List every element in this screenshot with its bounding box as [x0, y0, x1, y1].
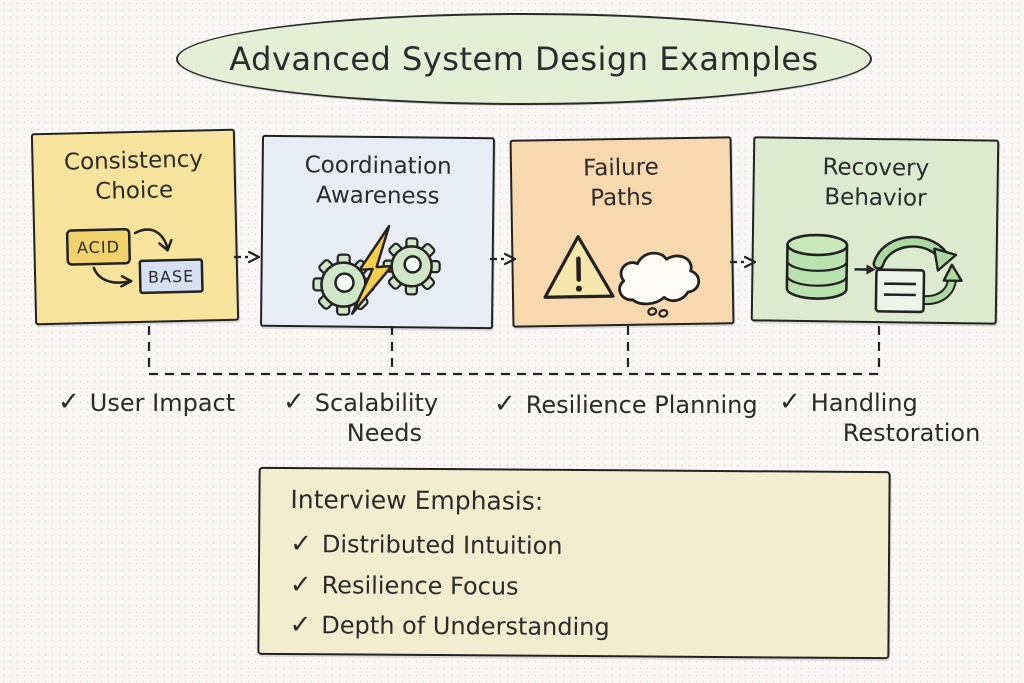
title-ellipse: Advanced System Design Examples [176, 13, 872, 105]
criterion-handling-restoration: ✓ Handling Restoration [779, 388, 980, 448]
card-title: Coordination Awareness [304, 151, 452, 212]
diagram-title: Advanced System Design Examples [229, 40, 819, 78]
base-label: BASE [148, 266, 195, 286]
dashed-connector-lines [147, 326, 881, 376]
link-arrow [854, 264, 876, 275]
acid-base-icon: ACID BASE [65, 227, 204, 294]
criterion-label: Needs [346, 419, 423, 447]
curved-arrow [133, 228, 169, 250]
note-item-label: Distributed Intuition [321, 530, 563, 561]
gear-icon [311, 253, 375, 316]
check-icon: ✓ [283, 387, 305, 417]
arrowhead [158, 238, 173, 252]
card-failure-paths: Failure Paths [509, 136, 735, 328]
warning-cloud-icon [543, 234, 701, 318]
card-title: Recovery Behavior [822, 153, 929, 214]
cloud-icon [618, 251, 701, 306]
card-title-line: Paths [589, 184, 653, 212]
check-icon: ✓ [289, 610, 312, 641]
note-item: ✓ Distributed Intuition [290, 529, 868, 563]
warning-triangle-icon [543, 234, 615, 299]
card-title-line: Coordination [304, 152, 452, 180]
acid-box [65, 227, 131, 266]
document-icon [874, 268, 926, 314]
note-heading: Interview Emphasis: [290, 485, 544, 516]
check-icon: ✓ [289, 569, 312, 600]
criterion-label: Handling [810, 389, 918, 417]
card-title-line: Behavior [824, 184, 927, 212]
note-item-label: Resilience Focus [321, 571, 519, 601]
criterion-label: User Impact [89, 389, 236, 417]
card-title: Failure Paths [583, 153, 660, 214]
check-icon: ✓ [779, 387, 801, 417]
gears-lightning-icon [311, 224, 441, 316]
criterion-label: Restoration [842, 419, 981, 447]
note-item: ✓ Resilience Focus [289, 569, 868, 604]
criterion-label: Resilience Planning [525, 391, 758, 419]
card-title-line: Awareness [315, 182, 440, 210]
check-icon: ✓ [494, 389, 516, 419]
base-box [138, 258, 204, 294]
interview-emphasis-note: Interview Emphasis: ✓ Distributed Intuit… [257, 466, 891, 660]
criterion-user-impact: ✓ User Impact [58, 388, 235, 418]
database-sync-icon [785, 233, 963, 314]
criterion-scalability-needs: ✓ Scalability Needs [283, 388, 438, 448]
check-icon: ✓ [58, 387, 80, 417]
card-consistency-choice: Consistency Choice ACID BASE [30, 128, 240, 326]
card-coordination-awareness: Coordination Awareness [260, 134, 495, 330]
arrowhead [120, 274, 133, 288]
card-title-line: Consistency [63, 146, 204, 176]
curved-arrow [92, 266, 132, 284]
card-title-line: Failure [582, 154, 660, 182]
acid-label: ACID [77, 237, 120, 257]
dashed-arrow-icon [490, 252, 517, 266]
card-title-line: Choice [94, 177, 174, 205]
lightning-icon [350, 224, 393, 315]
criterion-resilience-planning: ✓ Resilience Planning [494, 390, 758, 420]
dashed-arrow-icon [730, 255, 757, 269]
sync-arrows-icon [872, 235, 963, 305]
check-icon: ✓ [290, 529, 313, 560]
dashed-arrow-icon [234, 250, 261, 264]
criterion-label: Scalability [314, 389, 439, 417]
card-recovery-behavior: Recovery Behavior [750, 136, 1000, 325]
note-item: ✓ Depth of Understanding [289, 610, 867, 644]
note-item-label: Depth of Understanding [321, 611, 610, 642]
card-title-line: Recovery [822, 154, 930, 182]
database-icon [785, 233, 849, 300]
card-title: Consistency Choice [64, 145, 204, 208]
drizzle-icon [647, 306, 669, 318]
